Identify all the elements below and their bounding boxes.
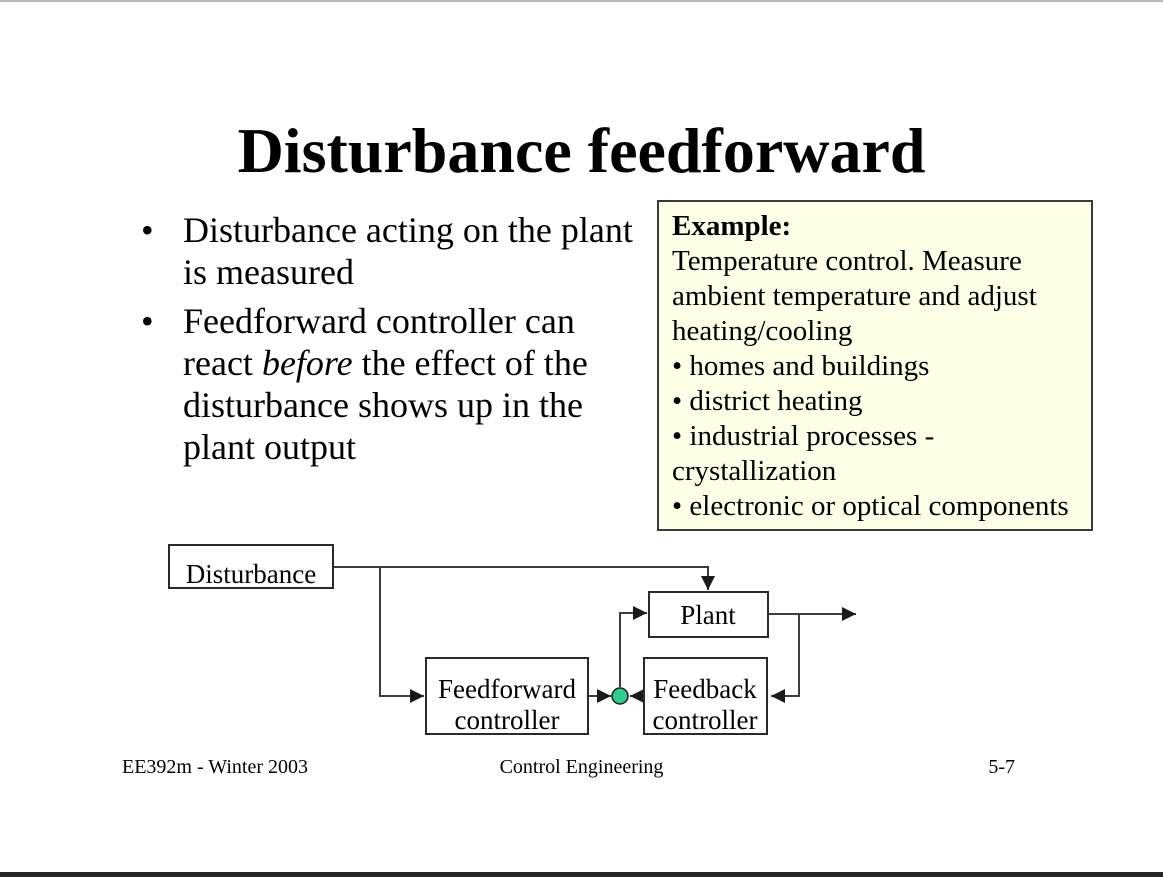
example-callout-box: Example: Temperature control. Measure am…: [657, 200, 1093, 531]
feedback-controller-block: [643, 657, 768, 735]
example-box-title: Example:: [672, 210, 792, 242]
arrow-output-to-feedback: [771, 614, 800, 703]
bullet-text-2-post: the effect of the disturbance shows up i…: [183, 343, 588, 467]
feedforward-controller-block: [425, 657, 589, 735]
feedback-block-label-line2: controller: [653, 705, 758, 735]
bullet-text-1: Disturbance acting on the plant is measu…: [183, 210, 633, 292]
footer-title-label: Control Engineering: [499, 756, 664, 778]
disturbance-block: [168, 544, 334, 589]
feedforward-block-label-line1: Feedforward: [438, 674, 576, 704]
bullet-list: • Disturbance acting on the plant is mea…: [125, 209, 665, 475]
bullet-dot: •: [141, 210, 154, 250]
bullet-dot: •: [141, 301, 154, 341]
bullet-item-2: • Feedforward controller can react befor…: [125, 300, 665, 468]
top-border-line: [0, 0, 1163, 2]
feedforward-block-label-line2: controller: [455, 705, 560, 735]
arrow-junction-to-plant: [619, 606, 647, 687]
arrow-disturbance-to-feedforward: [379, 567, 424, 703]
summing-junction-node: [611, 687, 629, 705]
bottom-border-bar: [0, 872, 1163, 877]
bullet-text-2-pre: Feedforward controller can react: [183, 301, 575, 383]
plant-block-label: Plant: [680, 600, 736, 630]
plant-block: [648, 591, 769, 638]
feedback-block-label-line1: Feedback: [653, 674, 757, 704]
arrow-disturbance-to-plant: [333, 566, 715, 590]
bullet-item-1: • Disturbance acting on the plant is mea…: [125, 209, 665, 293]
disturbance-block-label: Disturbance: [186, 559, 316, 589]
bullet-text-2: Feedforward controller can react before …: [183, 301, 588, 467]
example-box-body: Temperature control. Measure ambient tem…: [672, 245, 1069, 522]
bullet-text-2-italic: before: [261, 343, 353, 383]
footer-course-label: EE392m - Winter 2003: [122, 756, 309, 778]
footer-page-number: 5-7: [988, 756, 1015, 778]
slide-title: Disturbance feedforward: [237, 114, 926, 186]
